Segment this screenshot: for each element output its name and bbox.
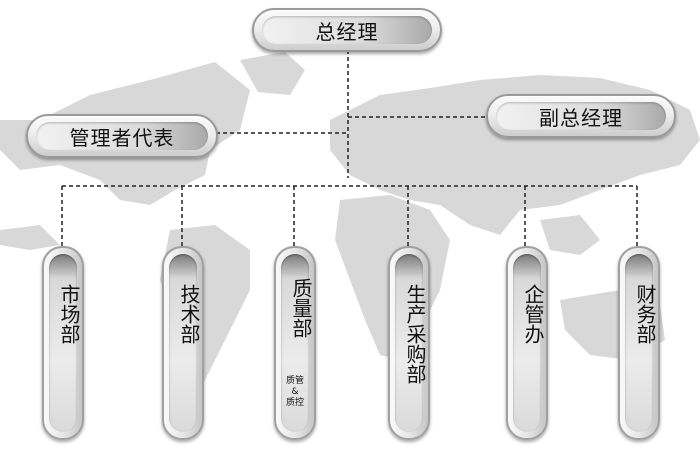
management-representative-node: 管理者代表: [26, 114, 218, 158]
dept-finance-label: 财务部: [633, 284, 657, 344]
general-manager-node: 总经理: [252, 8, 442, 52]
dept-technology: 技术部: [162, 246, 204, 440]
dept-enterprise-management-label: 企管办: [521, 284, 545, 344]
dept-quality-label: 质量部: [289, 278, 313, 338]
dept-enterprise-management: 企管办: [506, 246, 548, 440]
management-representative-label: 管理者代表: [69, 125, 175, 150]
map-central-america: [0, 225, 60, 250]
dept-quality-note: 质管 & 质控: [285, 376, 304, 408]
deputy-general-manager-label: 副总经理: [539, 105, 623, 130]
deputy-general-manager-node: 副总经理: [486, 94, 676, 138]
dept-quality: 质量部 质管 & 质控: [274, 246, 316, 440]
dept-marketing: 市场部: [42, 246, 84, 440]
dept-finance: 财务部: [618, 246, 660, 440]
map-greenland: [240, 52, 305, 95]
dept-production-procurement: 生产采购部: [388, 246, 430, 440]
dept-production-procurement-label: 生产采购部: [403, 284, 427, 384]
map-southeast-asia: [540, 215, 600, 255]
general-manager-label: 总经理: [315, 19, 379, 44]
dept-technology-label: 技术部: [177, 284, 201, 344]
dept-marketing-label: 市场部: [57, 284, 81, 344]
